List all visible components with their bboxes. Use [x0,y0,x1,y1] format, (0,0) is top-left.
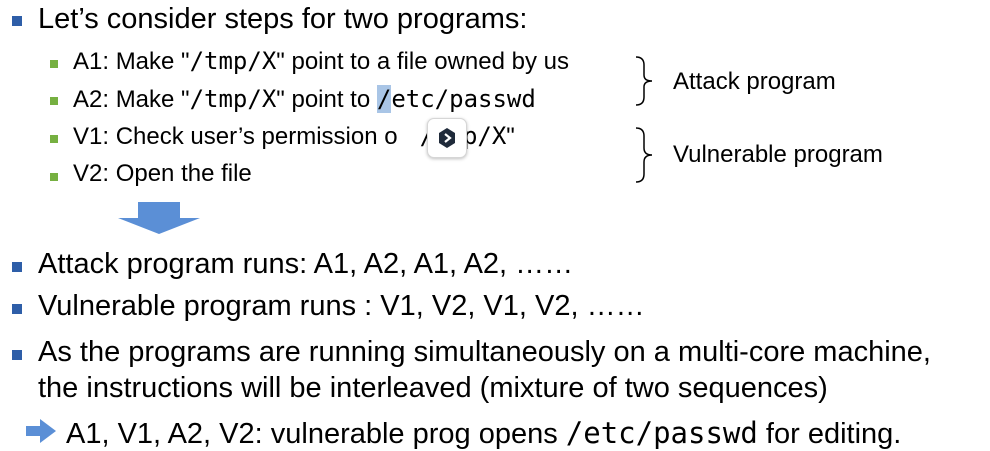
step-text: " point to a file owned by us [276,48,569,75]
bullet-square-icon [50,135,58,143]
conclusion-text: for editing. [757,418,902,450]
result-vulnerable-runs: Vulnerable program runs : V1, V2, V1, V2… [38,290,645,322]
step-a2: A2: Make "/tmp/X" point to /etc/passwd [73,85,536,114]
main-point: Let’s consider steps for two programs: [38,3,528,35]
app-chip-icon [439,128,455,148]
step-text: V1: Check user’s permission o [73,123,398,150]
bullet-square-icon [12,304,22,314]
code-path: /tmp/X [189,85,277,113]
down-arrow-icon [118,202,200,234]
text-selection[interactable]: / [376,85,392,113]
brace-vulnerable [635,127,653,183]
bullet-square-icon [50,97,58,105]
result-interleave-line2: the instructions will be interleaved (mi… [38,372,828,404]
bullet-square-icon [12,16,22,26]
step-text: A1: Make " [73,48,190,75]
result-interleave-line1: As the programs are running simultaneous… [38,336,931,368]
result-attack-runs: Attack program runs: A1, A2, A1, A2, …… [38,248,574,280]
step-a1: A1: Make "/tmp/X" point to a file owned … [73,47,569,76]
code-path: /etc/passwd [565,416,758,450]
right-arrow-icon [26,419,56,443]
code-path: /tmp/X [189,47,277,75]
brace-label-attack: Attack program [673,68,836,95]
conclusion: A1, V1, A2, V2: vulnerable prog opens /e… [66,416,901,451]
step-text: " [506,123,515,150]
step-v2: V2: Open the file [73,160,252,187]
overlay-app-chip[interactable] [427,118,467,158]
step-text: " point to [276,86,377,113]
bullet-square-icon [12,262,22,272]
conclusion-text: A1, V1, A2, V2: vulnerable prog opens [66,418,566,450]
brace-attack [635,56,653,106]
bullet-square-icon [50,60,58,68]
brace-label-vulnerable: Vulnerable program [673,141,883,168]
bullet-square-icon [50,173,58,181]
bullet-square-icon [12,350,22,360]
code-path: etc/passwd [391,85,536,113]
step-text: A2: Make " [73,86,190,113]
